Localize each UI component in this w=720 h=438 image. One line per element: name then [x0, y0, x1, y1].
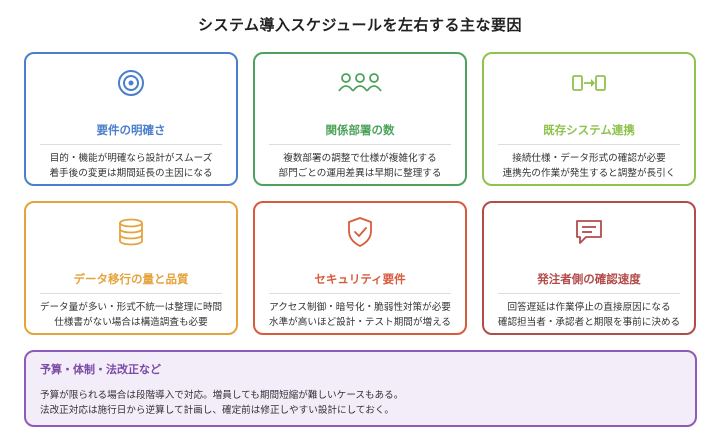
page-title: システム導入スケジュールを左右する主な要因 — [197, 16, 522, 34]
divider — [498, 293, 680, 294]
card-description-line: 部門ごとの運用差異は早期に整理する — [278, 168, 442, 179]
card-heading: 要件の明確さ — [96, 123, 166, 137]
card-description-line: 回答遅延は作業停止の直接原因になる — [507, 302, 671, 313]
card-description: 回答遅延は作業停止の直接原因になる 確認担当者・承認者と期限を事前に決める — [490, 300, 688, 330]
shield-check-icon — [255, 217, 465, 247]
other-factors-heading: 予算・体制・法改正など — [40, 363, 161, 376]
factor-card-data-migration: データ移行の量と品質 データ量が多い・形式不統一は整理に時間 仕様書がない場合は… — [24, 201, 238, 335]
card-description-line: 目的・機能が明確なら設計がスムーズ — [49, 153, 213, 164]
card-description: 接続仕様・データ形式の確認が必要 連携先の作業が発生すると調整が長引く — [490, 151, 688, 181]
card-heading: 関係部署の数 — [325, 123, 395, 137]
card-description: データ量が多い・形式不統一は整理に時間 仕様書がない場合は構造調査も必要 — [32, 300, 230, 330]
divider — [269, 144, 451, 145]
factor-card-security: セキュリティ要件 アクセス制御・暗号化・脆弱性対策が必要 水準が高いほど設計・テ… — [253, 201, 467, 335]
divider — [498, 144, 680, 145]
card-description-line: 水準が高いほど設計・テスト期間が増える — [269, 317, 451, 328]
factor-card-departments: 関係部署の数 複数部署の調整で仕様が複雑化する 部門ごとの運用差異は早期に整理す… — [253, 52, 467, 186]
divider — [269, 293, 451, 294]
divider — [40, 293, 222, 294]
card-description: 目的・機能が明確なら設計がスムーズ 着手後の変更は期間延長の主因になる — [32, 151, 230, 181]
card-heading: セキュリティ要件 — [314, 272, 406, 286]
card-description: アクセス制御・暗号化・脆弱性対策が必要 水準が高いほど設計・テスト期間が増える — [261, 300, 459, 330]
people-icon — [255, 68, 465, 98]
card-description-line: 着手後の変更は期間延長の主因になる — [49, 168, 213, 179]
card-description-line: アクセス制御・暗号化・脆弱性対策が必要 — [269, 302, 451, 313]
other-factors-line: 法改正対応は施行日から逆算して計画し、確定前は修正しやすい設計にしておく。 — [40, 405, 395, 416]
card-description-line: 接続仕様・データ形式の確認が必要 — [512, 153, 666, 164]
card-description-line: 連携先の作業が発生すると調整が長引く — [502, 168, 676, 179]
card-description-line: 仕様書がない場合は構造調査も必要 — [54, 317, 208, 328]
target-icon — [26, 68, 236, 98]
card-heading: 既存システム連携 — [543, 123, 635, 137]
card-description-line: 複数部署の調整で仕様が複雑化する — [283, 153, 437, 164]
system-link-icon — [484, 68, 694, 98]
factor-card-system-integration: 既存システム連携 接続仕様・データ形式の確認が必要 連携先の作業が発生すると調整… — [482, 52, 696, 186]
factor-card-requirements: 要件の明確さ 目的・機能が明確なら設計がスムーズ 着手後の変更は期間延長の主因に… — [24, 52, 238, 186]
card-heading: 発注者側の確認速度 — [537, 272, 641, 286]
divider — [40, 144, 222, 145]
card-heading: データ移行の量と品質 — [73, 272, 189, 286]
message-icon — [484, 217, 694, 247]
database-icon — [26, 217, 236, 247]
card-description: 複数部署の調整で仕様が複雑化する 部門ごとの運用差異は早期に整理する — [261, 151, 459, 181]
other-factors-description: 予算が限られる場合は段階導入で対応。増員しても期間短縮が難しいケースもある。 法… — [40, 388, 403, 418]
other-factors-box: 予算・体制・法改正など 予算が限られる場合は段階導入で対応。増員しても期間短縮が… — [24, 350, 697, 427]
card-description-line: 確認担当者・承認者と期限を事前に決める — [497, 317, 681, 328]
other-factors-line: 予算が限られる場合は段階導入で対応。増員しても期間短縮が難しいケースもある。 — [40, 390, 404, 401]
factor-card-client-confirmation: 発注者側の確認速度 回答遅延は作業停止の直接原因になる 確認担当者・承認者と期限… — [482, 201, 696, 335]
card-description-line: データ量が多い・形式不統一は整理に時間 — [39, 302, 223, 313]
